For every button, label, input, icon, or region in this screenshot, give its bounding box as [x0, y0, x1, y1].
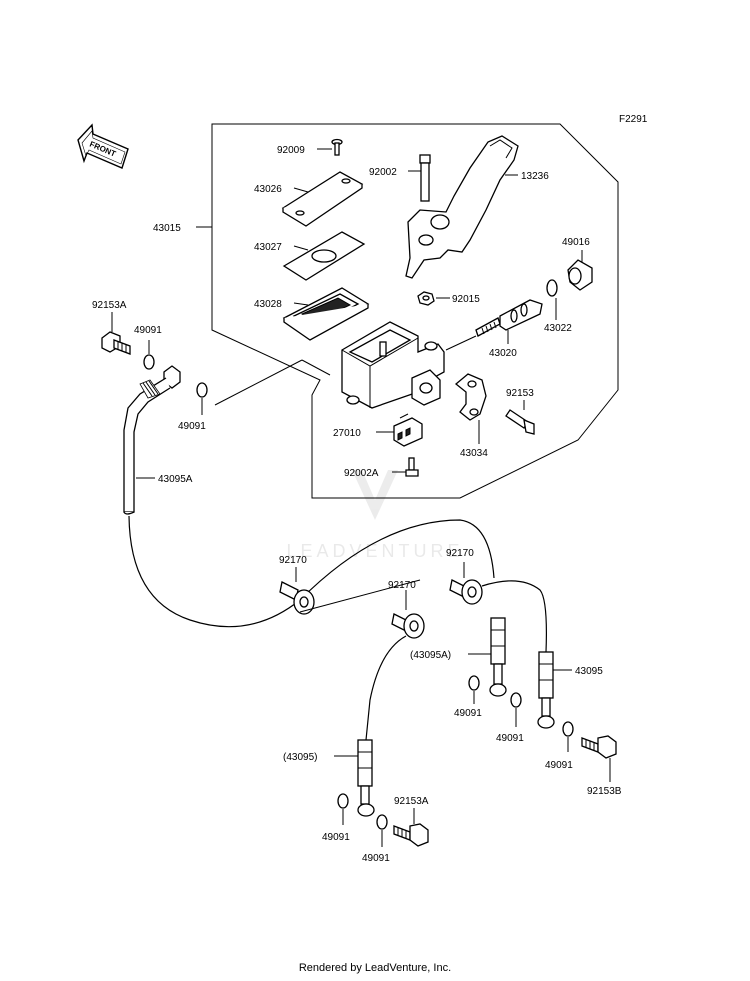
- clamp-92170-a: [279, 581, 315, 615]
- label-92170-c: 92170: [446, 548, 474, 559]
- hose-end-43095: [537, 651, 555, 729]
- label-43027: 43027: [254, 242, 282, 253]
- label-43020: 43020: [489, 348, 517, 359]
- washer-49091-f: [337, 793, 349, 809]
- clamp-92170-b: [391, 613, 425, 639]
- label-92009: 92009: [277, 145, 305, 156]
- clamp-92170-c: [449, 579, 483, 605]
- banjo-bolt-92153B: [581, 735, 617, 759]
- label-43022: 43022: [544, 323, 572, 334]
- washer-49091-g: [376, 814, 388, 830]
- label-92153B: 92153B: [587, 786, 622, 797]
- watermark-text: LEADVENTURE: [286, 541, 463, 561]
- label-43028: 43028: [254, 299, 282, 310]
- label-43095: 43095: [575, 666, 603, 677]
- washer-49091-d: [510, 692, 522, 708]
- label-92170-a: 92170: [279, 555, 307, 566]
- label-43095A: 43095A: [158, 474, 193, 485]
- label-49091-c: 49091: [454, 708, 482, 719]
- label-92153A-top: 92153A: [92, 300, 127, 311]
- circlip-43022: [546, 279, 558, 297]
- brake-switch-27010: [393, 413, 423, 447]
- label-49091-a: 49091: [134, 325, 162, 336]
- label-43015: 43015: [153, 223, 181, 234]
- label-43095-paren: (43095): [283, 752, 317, 763]
- label-92002A: 92002A: [344, 468, 379, 479]
- label-43034: 43034: [460, 448, 488, 459]
- watermark-logo: LEADVENTURE: [286, 470, 463, 561]
- master-cylinder-body: [341, 321, 445, 409]
- screw-92009: [331, 138, 343, 156]
- assembly-outline: [211, 123, 619, 499]
- label-49091-b: 49091: [178, 421, 206, 432]
- washer-49091-b: [196, 382, 208, 398]
- bolt-92153: [505, 409, 535, 435]
- label-92015: 92015: [452, 294, 480, 305]
- label-49091-e: 49091: [545, 760, 573, 771]
- label-92153A-bottom: 92153A: [394, 796, 429, 807]
- label-27010: 27010: [333, 428, 361, 439]
- figure-code: F2291: [619, 114, 648, 125]
- label-92170-b: 92170: [388, 580, 416, 591]
- washer-49091-c: [468, 675, 480, 691]
- footer-credit: Rendered by LeadVenture, Inc.: [298, 962, 452, 974]
- hose-end-43095-lower: [357, 739, 375, 817]
- label-49016: 49016: [562, 237, 590, 248]
- dust-boot-49016: [567, 259, 593, 291]
- hose-right-line: [481, 580, 547, 653]
- hose-43095A: [123, 365, 495, 628]
- label-49091-d: 49091: [496, 733, 524, 744]
- hose-left-line: [365, 635, 407, 741]
- reservoir-cap-43026: [281, 171, 364, 227]
- brake-lever-13236: [405, 135, 519, 279]
- clamp-43034: [454, 373, 487, 421]
- diaphragm-43028: [282, 287, 370, 341]
- hose-end-43095A: [489, 617, 507, 697]
- label-49091-g: 49091: [362, 853, 390, 864]
- label-92002: 92002: [369, 167, 397, 178]
- label-43095A-paren: (43095A): [410, 650, 451, 661]
- washer-49091-e: [562, 721, 574, 737]
- piston-kit-43020: [475, 299, 543, 337]
- label-92153: 92153: [506, 388, 534, 399]
- label-49091-f: 49091: [322, 832, 350, 843]
- washer-49091-a: [143, 354, 155, 370]
- pivot-bolt-92002: [419, 154, 431, 202]
- plate-43027: [282, 231, 366, 281]
- banjo-bolt-92153A-bottom: [393, 823, 429, 847]
- nut-92015: [417, 291, 435, 306]
- screw-92002A: [405, 457, 419, 477]
- front-arrow-icon: FRONT: [77, 123, 129, 169]
- label-13236: 13236: [521, 171, 549, 182]
- banjo-bolt-92153A-top: [101, 331, 131, 355]
- label-43026: 43026: [254, 184, 282, 195]
